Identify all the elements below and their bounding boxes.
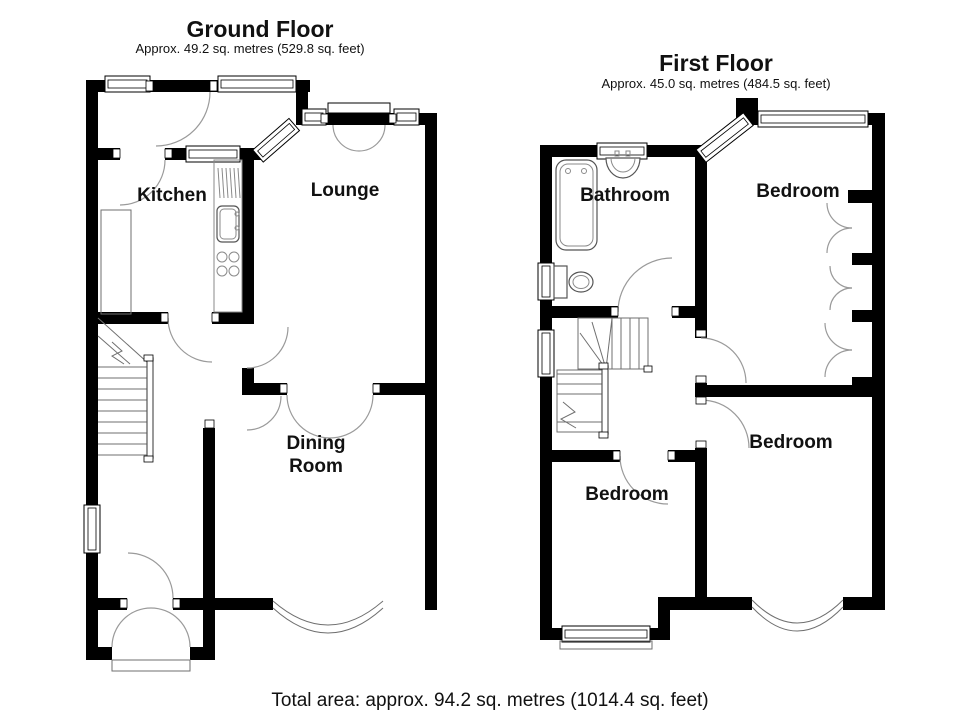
kitchen-label: Kitchen: [137, 185, 207, 206]
ground-floor-windows: [83, 75, 420, 554]
front-door-arc-right: [150, 607, 191, 648]
ground-floor-plan: Ground Floor Approx. 49.2 sq. metres (52…: [83, 16, 437, 672]
kitchen-hall-door-arc: [167, 317, 213, 363]
wash-basin-icon: [605, 150, 641, 179]
draining-board-icon: [217, 167, 241, 199]
first-floor-door-jambs: [610, 306, 707, 461]
hob-icon: [216, 251, 240, 277]
french-door-arc-left: [332, 124, 360, 152]
kitchen-sink-icon: [216, 205, 240, 243]
lounge-hall-door-arc: [246, 326, 289, 369]
porch-step: [111, 659, 191, 672]
toilet-icon: [553, 265, 594, 299]
bedroom-rear-door-arc: [700, 337, 747, 384]
ground-floor-door-jambs: [112, 80, 397, 609]
hall-dining-door-arc: [246, 395, 282, 431]
window: [83, 504, 101, 554]
wardrobe-door-arc: [829, 287, 853, 311]
bedroom-front-label: Bedroom: [749, 432, 832, 453]
wardrobe-door-arc: [826, 202, 853, 229]
total-area-text: Total area: approx. 94.2 sq. metres (101…: [271, 690, 708, 711]
dining-room-label-line1: Dining: [286, 433, 345, 454]
first-floor-area-text: Approx. 45.0 sq. metres (484.5 sq. feet): [601, 76, 830, 91]
french-door-arc-right: [358, 124, 386, 152]
rear-door-arc: [155, 91, 211, 147]
kitchen-counter: [213, 159, 243, 313]
wardrobe-door-arc: [826, 227, 853, 254]
bedroom-third-label: Bedroom: [585, 484, 668, 505]
first-floor-doors: [617, 202, 853, 505]
first-floor-staircase: [556, 317, 653, 439]
ground-floor-doors: [111, 91, 386, 648]
front-door-arc-left: [111, 607, 152, 648]
window: [104, 75, 151, 93]
window: [561, 625, 651, 643]
lounge-label: Lounge: [311, 180, 380, 201]
first-floor-plan: First Floor Approx. 45.0 sq. metres (484…: [537, 50, 885, 650]
bedroom-rear-label: Bedroom: [756, 181, 839, 202]
wardrobe-door-arc: [829, 265, 853, 289]
first-floor-title: First Floor: [659, 50, 773, 76]
ground-floor-staircase: [97, 317, 154, 463]
window: [185, 145, 241, 163]
bathroom-door-arc: [617, 257, 673, 313]
dining-bay-window: [272, 600, 384, 634]
bathtub-icon: [555, 159, 598, 251]
ground-floor-walls: [86, 80, 437, 660]
understairs-cupboard: [100, 209, 132, 315]
kitchen-fixtures: [213, 159, 243, 313]
corner-bay-window: [695, 112, 754, 164]
bathroom-fixtures: [553, 150, 641, 299]
inner-hall-door-arc: [127, 552, 174, 599]
corner-bay-window: [252, 117, 301, 163]
lobby-kitchen-door-arc: [119, 159, 166, 206]
window: [393, 108, 420, 126]
bedroom-front-door-arc: [700, 399, 750, 449]
ground-floor-title: Ground Floor: [187, 16, 334, 42]
dining-double-door-arc-left: [286, 394, 331, 439]
bedroom-third-door-arc: [619, 455, 669, 505]
bedroom-bay-window: [751, 599, 844, 632]
window: [757, 110, 869, 128]
french-door-frame: [327, 102, 391, 114]
dining-double-door-arc-right: [329, 394, 374, 439]
window: [537, 262, 555, 301]
window: [217, 75, 297, 93]
window: [596, 142, 648, 160]
window: [537, 329, 555, 378]
wardrobe-door-arc: [824, 322, 853, 351]
window-sill: [559, 640, 653, 650]
dining-room-label-line2: Room: [289, 456, 343, 477]
wardrobe-door-arc: [824, 349, 853, 378]
bathroom-label: Bathroom: [580, 185, 670, 206]
ground-floor-area-text: Approx. 49.2 sq. metres (529.8 sq. feet): [135, 41, 364, 56]
